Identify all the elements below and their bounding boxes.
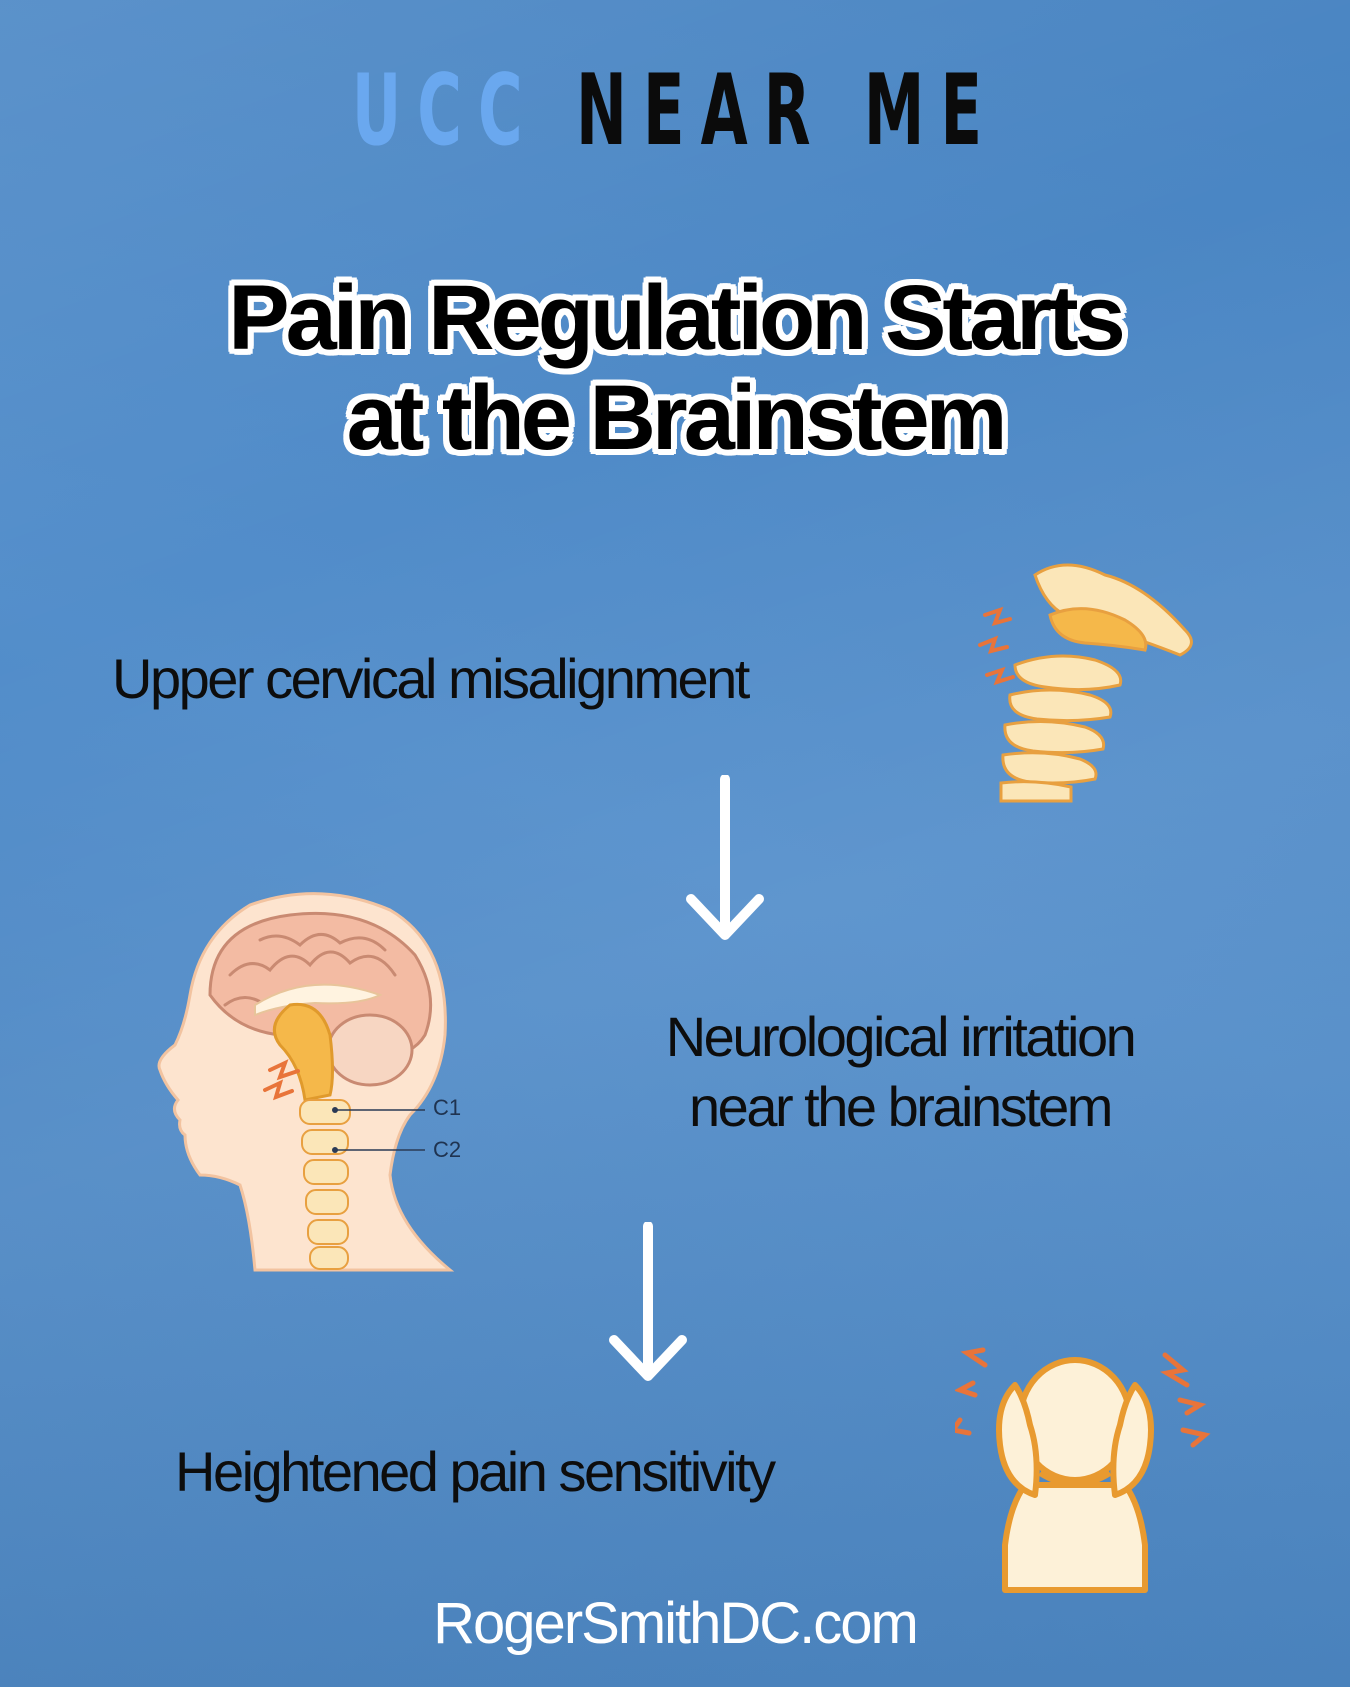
arrow-down-icon-2 xyxy=(609,1222,687,1381)
page-title: Pain Regulation Starts at the Brainstem xyxy=(0,268,1350,468)
head-brain-spine-icon xyxy=(157,892,455,1272)
footer-website[interactable]: RogerSmithDC.com xyxy=(433,1591,919,1656)
arrow-down-icon-1 xyxy=(686,775,764,940)
headache-person-icon xyxy=(955,1347,1211,1593)
label-c1: C1 xyxy=(433,1095,462,1120)
step-upper-cervical-misalignment: Upper cervical misalignment xyxy=(112,647,750,710)
step-heightened-pain-sensitivity: Heightened pain sensitivity xyxy=(175,1440,776,1503)
title-line-2: at the Brainstem xyxy=(346,367,1008,469)
brand-near-me: NEAR ME xyxy=(576,54,999,168)
brand-logo: UCC NEAR ME xyxy=(257,62,1094,160)
brand-ucc: UCC xyxy=(351,54,539,168)
title-line-1: Pain Regulation Starts xyxy=(228,267,1126,369)
step2-line-1: Neurological irritation xyxy=(665,1005,1137,1068)
step-neurological-irritation: Neurological irritation near the brainst… xyxy=(560,1002,1240,1142)
cervical-spine-icon xyxy=(978,563,1193,803)
label-c2: C2 xyxy=(433,1137,462,1162)
step2-line-2: near the brainstem xyxy=(689,1075,1113,1138)
